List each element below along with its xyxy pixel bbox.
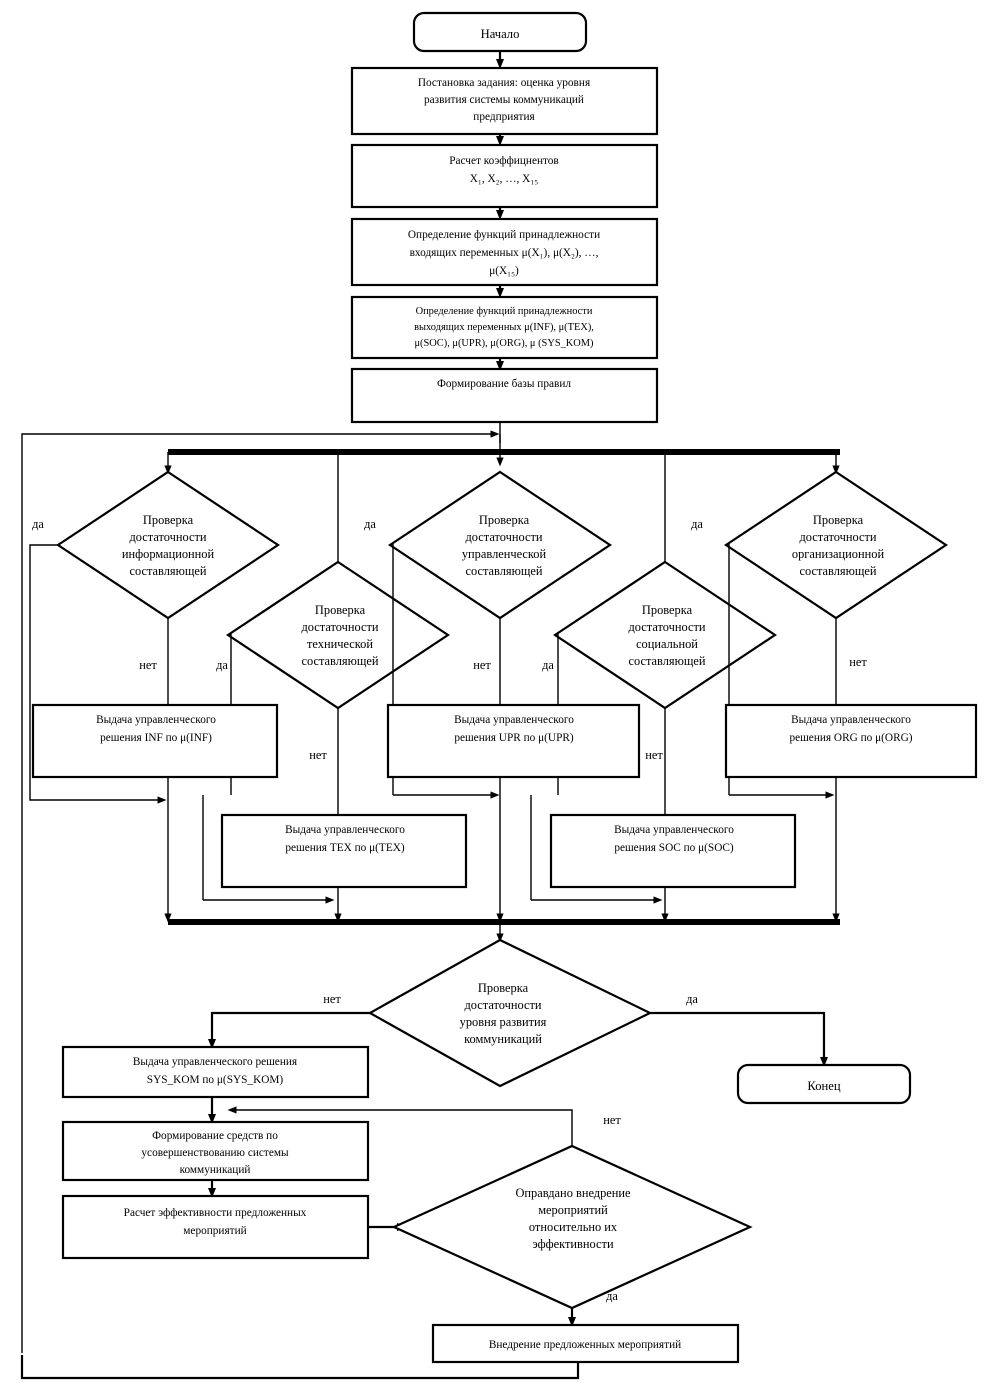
edge-label-org-no: нет [849,655,867,669]
node-effect-line-0: Расчет эффективности предложенных [124,1207,307,1219]
node-mf-in-line-2: μ(X₁₅) [489,265,519,277]
edge-label-tex-no: нет [309,748,327,762]
node-decision-org[interactable]: Проверка достаточности организационной с… [724,470,948,620]
node-d-syskom-line-0: Проверка [478,981,529,995]
node-d-just-line-2: относительно их [529,1220,618,1234]
node-d-org-line-1: достаточности [799,530,876,544]
node-d-soc-line-1: достаточности [628,620,705,634]
node-d-inf-line-2: информационной [122,547,215,561]
node-decision-soc[interactable]: Проверка достаточности социальной состав… [553,560,777,710]
node-output-syskom[interactable]: Выдача управленческого решения SYS_KOM п… [61,1045,370,1099]
node-effect[interactable]: Расчет эффективности предложенных меропр… [61,1194,370,1260]
node-coefficients[interactable]: Расчет коэффицнентов X₁, X₂, …, X₁₅ [350,143,659,209]
node-out-upr-line-1: решения UPR по μ(UPR) [454,732,574,744]
node-out-org-line-0: Выдача управленческого [791,714,911,726]
edge-label-soc-no: нет [645,748,663,762]
node-coefficients-line-1: X₁, X₂, …, X₁₅ [470,173,539,185]
node-decision-upr[interactable]: Проверка достаточности управленческой со… [388,470,612,620]
edge-label-upr-yes: да [364,517,376,531]
edge-label-upr-no: нет [473,658,491,672]
node-means-line-0: Формирование средств по [152,1130,278,1142]
edge-label-inf-no: нет [139,658,157,672]
node-d-upr-line-0: Проверка [479,513,530,527]
node-output-upr[interactable]: Выдача управленческого решения UPR по μ(… [386,703,641,779]
node-d-org-line-0: Проверка [813,513,864,527]
node-mf-out-line-1: выходящих переменных μ(INF), μ(TEX), [414,322,594,333]
node-end[interactable]: Конец [736,1063,912,1105]
node-d-just-line-0: Оправдано внедрение [515,1186,631,1200]
node-d-tex-line-1: достаточности [301,620,378,634]
node-implement-line-0: Внедрение предложенных мероприятий [489,1339,681,1351]
edge-label-tex-yes: да [216,658,228,672]
node-task[interactable]: Постановка задания: оценка уровня развит… [350,66,659,136]
node-task-line-1: развития системы коммуникаций [424,94,584,106]
node-d-inf-line-3: составляющей [129,564,206,578]
node-output-tex[interactable]: Выдача управленческого решения TEX по μ(… [220,813,468,889]
node-means-line-1: усовершенствованию системы [141,1147,289,1159]
node-implement[interactable]: Внедрение предложенных мероприятий [431,1323,740,1364]
node-d-upr-line-1: достаточности [465,530,542,544]
node-d-upr-line-3: составляющей [465,564,542,578]
node-start[interactable]: Начало [412,11,588,53]
node-out-tex-line-0: Выдача управленческого [285,824,405,836]
node-d-syskom-line-2: уровня развития [460,1015,547,1029]
edge-label-org-yes: да [691,517,703,531]
node-d-just-line-1: мероприятий [538,1203,608,1217]
node-effect-line-1: мероприятий [183,1225,246,1237]
node-d-org-line-2: организационной [792,547,885,561]
node-d-tex-line-2: технической [307,637,373,651]
edge-label-inf-yes: да [32,517,44,531]
node-task-line-2: предприятия [473,111,534,123]
node-out-tex-line-1: решения TEX по μ(TEX) [285,842,405,854]
node-decision-tex[interactable]: Проверка достаточности технической соста… [226,560,450,710]
edge-label-justified-yes: да [606,1289,618,1303]
node-decision-justified[interactable]: Оправдано внедрение мероприятий относите… [391,1144,753,1310]
node-out-syskom-line-0: Выдача управленческого решения [133,1056,297,1068]
node-rule-base[interactable]: Формирование базы правил [350,367,659,424]
node-out-upr-line-0: Выдача управленческого [454,714,574,726]
node-mf-out-line-2: μ(SOC), μ(UPR), μ(ORG), μ (SYS_KOM) [414,338,593,349]
node-out-inf-line-0: Выдача управленческого [96,714,216,726]
node-mf-in-line-1: входящих переменных μ(X₁), μ(X₂), …, [410,247,599,259]
node-d-inf-line-1: достаточности [129,530,206,544]
node-d-upr-line-2: управленческой [462,547,547,561]
node-out-soc-line-1: решения SOC по μ(SOC) [614,842,734,854]
node-d-just-line-3: эффективности [532,1237,614,1251]
node-d-syskom-line-3: коммуникаций [464,1032,542,1046]
node-out-syskom-line-1: SYS_KOM по μ(SYS_KOM) [147,1074,284,1086]
node-coefficients-line-0: Расчет коэффицнентов [449,155,559,167]
node-output-org[interactable]: Выдача управленческого решения ORG по μ(… [724,703,978,779]
node-decision-syskom[interactable]: Проверка достаточности уровня развития к… [367,938,653,1088]
node-mf-out-line-0: Определение функций принадлежности [416,306,593,317]
node-out-soc-line-0: Выдача управленческого [614,824,734,836]
node-start-label: Начало [481,27,520,41]
node-d-syskom-line-1: достаточности [464,998,541,1012]
node-out-org-line-1: решения ORG по μ(ORG) [789,732,912,744]
node-d-soc-line-2: социальной [636,637,698,651]
edge-label-syskom-no: нет [323,992,341,1006]
edge-label-justified-no: нет [603,1113,621,1127]
edge-label-soc-yes: да [542,658,554,672]
node-membership-output[interactable]: Определение функций принадлежности выход… [350,295,659,360]
node-decision-inf[interactable]: Проверка достаточности информационной со… [56,470,280,620]
node-d-soc-line-0: Проверка [642,603,693,617]
node-d-inf-line-0: Проверка [143,513,194,527]
node-mf-in-line-0: Определение функций принадлежности [408,229,600,241]
node-d-tex-line-3: составляющей [301,654,378,668]
node-means-line-2: коммуникаций [180,1164,251,1176]
node-task-line-0: Постановка задания: оценка уровня [418,77,590,89]
edge-label-syskom-yes: да [686,992,698,1006]
node-membership-input[interactable]: Определение функций принадлежности входя… [350,217,659,287]
node-output-soc[interactable]: Выдача управленческого решения SOC по μ(… [549,813,797,889]
node-rules-line-0: Формирование базы правил [437,378,571,390]
node-d-tex-line-0: Проверка [315,603,366,617]
node-out-inf-line-1: решения INF по μ(INF) [100,732,212,744]
node-d-org-line-3: составляющей [799,564,876,578]
node-output-inf[interactable]: Выдача управленческого решения INF по μ(… [31,703,279,779]
node-means[interactable]: Формирование средств по усовершенствован… [61,1120,370,1182]
node-end-label: Конец [807,1079,840,1093]
node-d-soc-line-3: составляющей [628,654,705,668]
